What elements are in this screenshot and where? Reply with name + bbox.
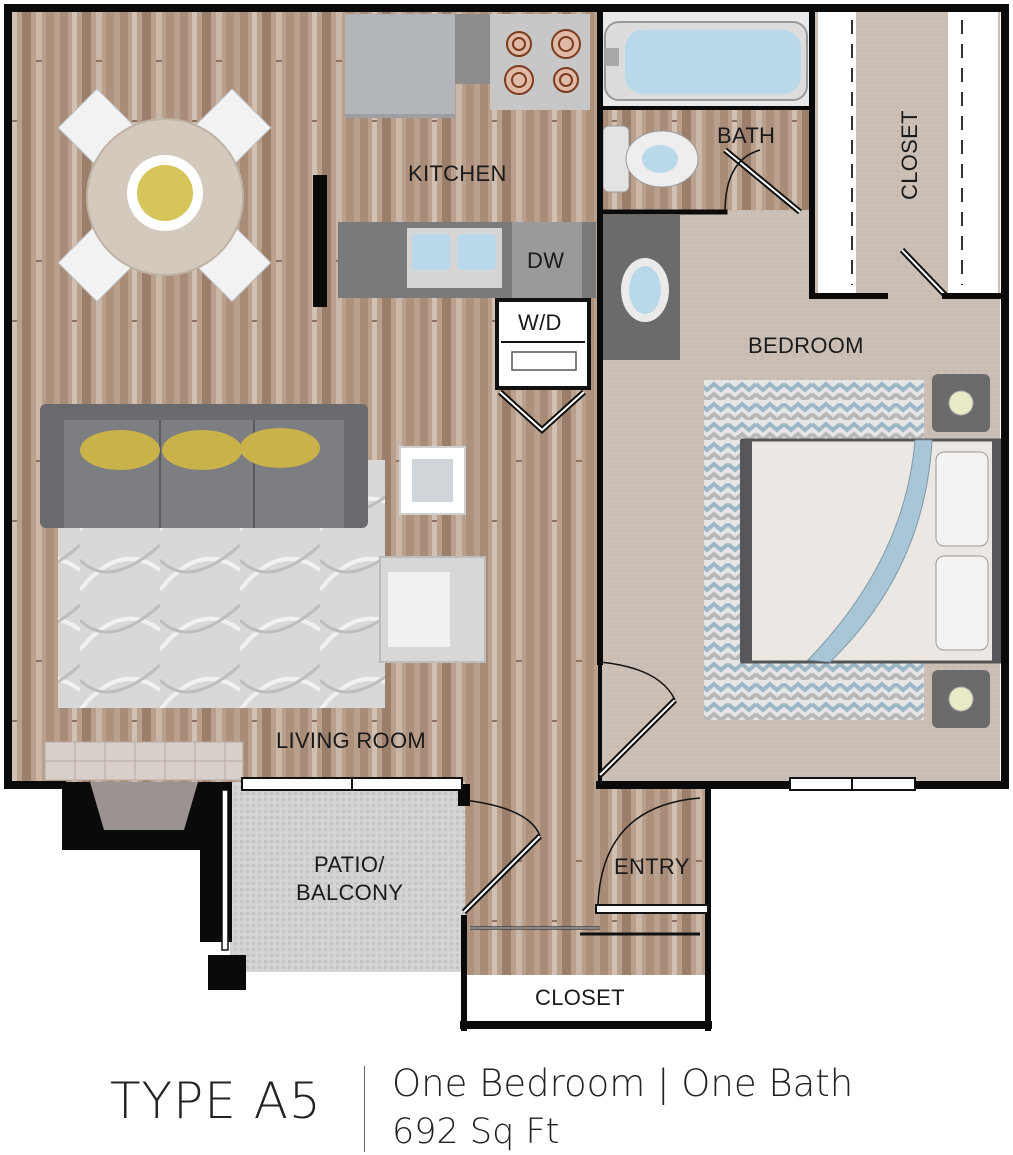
kitchen-label: KITCHEN xyxy=(408,161,507,186)
counter-top xyxy=(455,14,490,84)
dishwasher-label: DW xyxy=(527,248,564,273)
entry-floor xyxy=(465,780,705,975)
closet-shelf-right xyxy=(948,12,998,294)
patio-label-line1: PATIO/ xyxy=(314,852,385,877)
stove-burners xyxy=(504,29,581,95)
doors[interactable] xyxy=(461,147,802,936)
closet-shelf-left xyxy=(818,12,856,294)
unit-area: 692 Sq Ft xyxy=(392,1112,560,1152)
faucet xyxy=(605,48,619,66)
bedroom-closet-label: CLOSET xyxy=(897,110,922,200)
living-room-label: LIVING ROOM xyxy=(276,728,426,753)
unit-summary: One Bedroom | One Bath xyxy=(392,1062,854,1105)
pillow-top xyxy=(935,451,989,547)
bathtub-water xyxy=(625,30,801,94)
sofa xyxy=(40,404,368,528)
vanity-sink-basin xyxy=(629,266,661,314)
walls xyxy=(4,4,1009,1031)
fridge-top xyxy=(345,14,455,114)
windows xyxy=(221,777,916,951)
unit-type-name: TYPE A5 xyxy=(110,1072,322,1130)
patio-label-line2: BALCONY xyxy=(296,880,403,905)
entry-closet-label: CLOSET xyxy=(535,985,625,1010)
patio-floor xyxy=(230,782,465,972)
dining-set xyxy=(57,88,272,303)
entry-label: ENTRY xyxy=(614,854,690,879)
pillow-bottom xyxy=(935,555,989,651)
entry-closet-floor xyxy=(470,975,698,1020)
toilet-water xyxy=(642,145,678,173)
bedroom-label: BEDROOM xyxy=(748,333,864,358)
washer-dryer-label: W/D xyxy=(518,310,562,335)
washer-dryer xyxy=(495,298,591,390)
floor-plan: KITCHEN DW W/D BATH CLOSET BEDROOM LIVIN… xyxy=(4,4,1009,1031)
bed-blanket-fold xyxy=(806,439,933,663)
stove xyxy=(490,14,590,110)
bath-label: BATH xyxy=(717,123,775,148)
toilet-tank xyxy=(602,125,630,193)
footer-divider xyxy=(364,1066,365,1152)
dishwasher xyxy=(512,222,582,298)
